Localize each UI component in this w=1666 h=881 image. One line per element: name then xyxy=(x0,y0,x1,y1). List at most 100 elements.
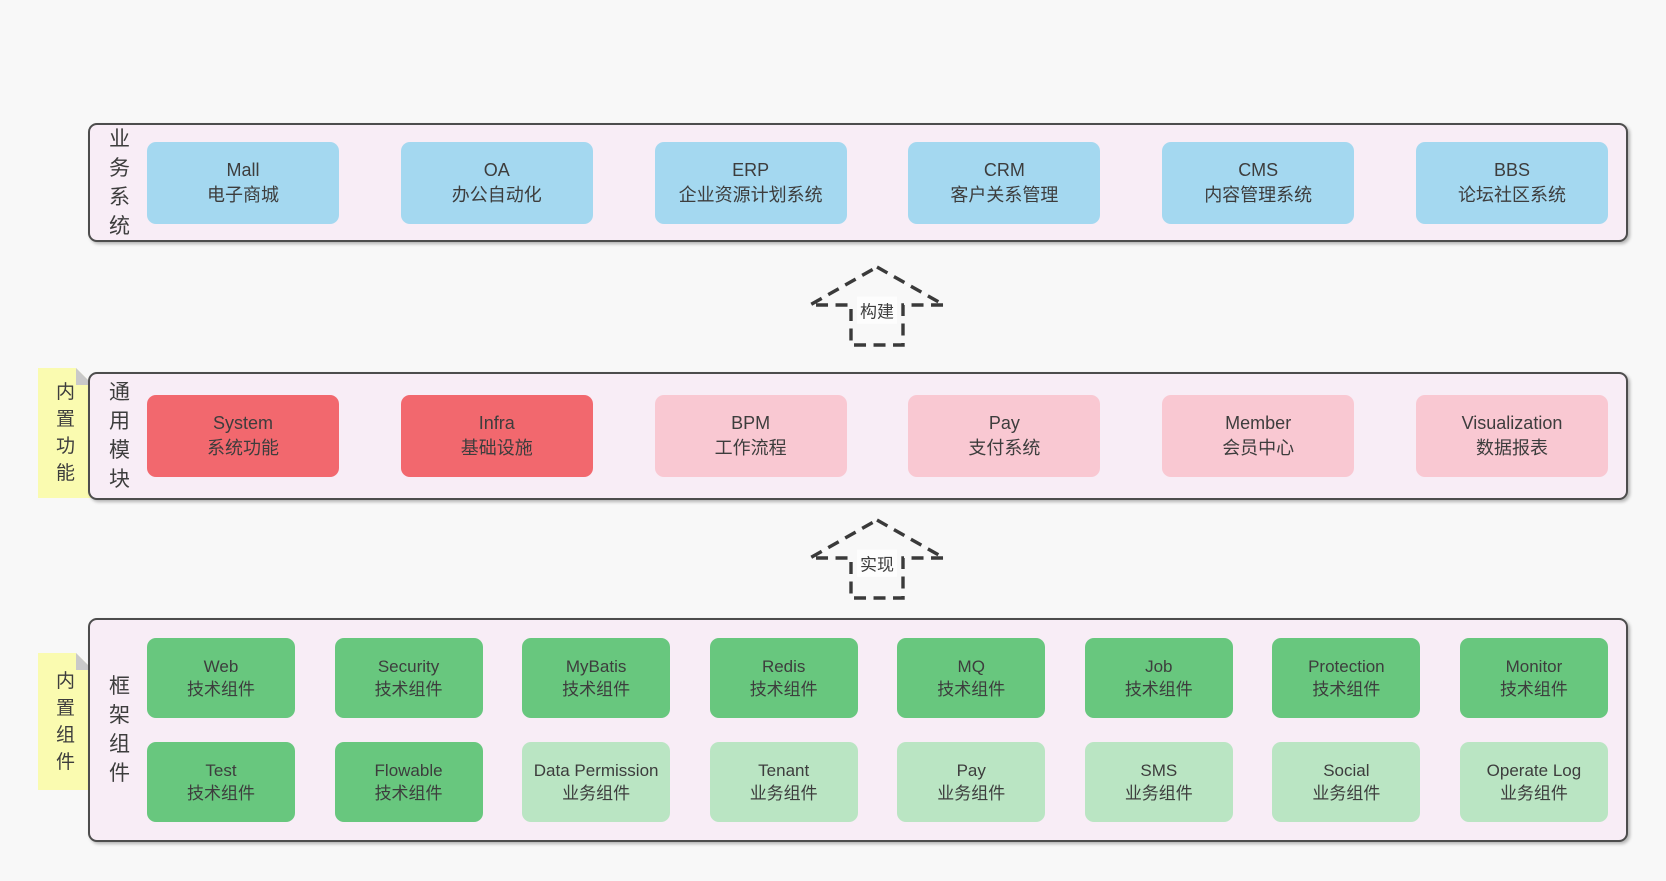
box-title: SMS xyxy=(1140,761,1178,780)
box-title: OA xyxy=(483,159,510,180)
box-title: Pay xyxy=(988,413,1020,433)
components-row-1: Web 技术组件 Security 技术组件 MyBatis 技术组件 Redi… xyxy=(147,638,1608,718)
box-cms: CMS 内容管理系统 xyxy=(1162,141,1355,224)
box-title: ERP xyxy=(732,159,770,180)
box-pay-module: Pay 支付系统 xyxy=(908,395,1101,477)
arrow-build-label: 构建 xyxy=(857,296,897,324)
box-title: Flowable xyxy=(374,761,443,780)
box-title: Visualization xyxy=(1461,413,1563,433)
sticky-note-builtin-components: 内置组件 xyxy=(38,653,93,790)
box-social: Social 业务组件 xyxy=(1272,742,1421,822)
box-protection: Protection 技术组件 xyxy=(1272,638,1421,718)
section-business-systems: 业务系统 Mall 电子商城 OA 办公自动化 ERP 企业资源计划系统 CRM… xyxy=(88,123,1628,242)
box-title: Infra xyxy=(478,413,515,433)
box-oa: OA 办公自动化 xyxy=(400,141,593,224)
box-title: CMS xyxy=(1238,159,1279,180)
arrow-implement: 实现 xyxy=(807,517,947,601)
box-operate-log: Operate Log 业务组件 xyxy=(1459,742,1608,822)
box-member: Member 会员中心 xyxy=(1162,395,1355,477)
box-subtitle: 电子商城 xyxy=(207,184,279,205)
box-subtitle: 内容管理系统 xyxy=(1204,184,1313,205)
box-subtitle: 技术组件 xyxy=(187,680,255,699)
box-crm: CRM 客户关系管理 xyxy=(908,141,1101,224)
box-data-permission: Data Permission 业务组件 xyxy=(522,742,671,822)
components-rows: Web 技术组件 Security 技术组件 MyBatis 技术组件 Redi… xyxy=(147,620,1608,840)
box-title: MyBatis xyxy=(565,657,627,676)
box-erp: ERP 企业资源计划系统 xyxy=(654,141,847,224)
box-subtitle: 业务组件 xyxy=(1312,784,1381,803)
modules-boxes-row: System 系统功能 Infra 基础设施 BPM 工作流程 Pay 支付系统… xyxy=(147,374,1608,498)
box-title: Data Permission xyxy=(533,761,659,780)
components-row-2: Test 技术组件 Flowable 技术组件 Data Permission … xyxy=(147,742,1608,822)
box-visualization: Visualization 数据报表 xyxy=(1415,395,1608,477)
section-label-components: 框架组件 xyxy=(109,675,131,785)
box-title: Job xyxy=(1145,657,1173,676)
box-title: Tenant xyxy=(758,761,810,780)
box-monitor: Monitor 技术组件 xyxy=(1459,638,1608,718)
section-common-modules: 通用模块 System 系统功能 Infra 基础设施 BPM 工作流程 Pay… xyxy=(88,372,1628,500)
box-title: CRM xyxy=(983,159,1025,180)
box-title: Monitor xyxy=(1505,657,1563,676)
box-security: Security 技术组件 xyxy=(334,638,483,718)
box-subtitle: 技术组件 xyxy=(749,680,818,699)
box-title: Redis xyxy=(761,657,806,676)
box-title: Mall xyxy=(226,159,260,180)
box-title: MQ xyxy=(957,657,985,676)
box-title: Test xyxy=(205,761,237,780)
box-title: Protection xyxy=(1308,657,1385,676)
box-mybatis: MyBatis 技术组件 xyxy=(522,638,671,718)
box-title: Web xyxy=(203,657,239,676)
box-subtitle: 工作流程 xyxy=(714,438,787,458)
box-mq: MQ 技术组件 xyxy=(897,638,1046,718)
section-label-modules: 通用模块 xyxy=(109,381,131,491)
box-title: Security xyxy=(377,657,440,676)
box-bpm: BPM 工作流程 xyxy=(654,395,847,477)
business-boxes-row: Mall 电子商城 OA 办公自动化 ERP 企业资源计划系统 CRM 客户关系… xyxy=(147,125,1608,240)
box-subtitle: 业务组件 xyxy=(1499,784,1568,803)
box-subtitle: 业务组件 xyxy=(1124,784,1193,803)
arrow-implement-label: 实现 xyxy=(857,549,897,577)
box-subtitle: 论坛社区系统 xyxy=(1457,184,1566,205)
box-subtitle: 基础设施 xyxy=(460,438,533,458)
box-subtitle: 客户关系管理 xyxy=(950,184,1059,205)
box-web: Web 技术组件 xyxy=(147,638,295,718)
box-subtitle: 技术组件 xyxy=(1499,680,1568,699)
box-subtitle: 系统功能 xyxy=(207,438,279,458)
box-test: Test 技术组件 xyxy=(147,742,295,822)
box-subtitle: 技术组件 xyxy=(187,784,255,803)
up-arrow-icon xyxy=(807,265,947,347)
box-subtitle: 技术组件 xyxy=(374,680,443,699)
section-label-business: 业务系统 xyxy=(109,127,131,238)
box-subtitle: 技术组件 xyxy=(937,680,1006,699)
box-sms: SMS 业务组件 xyxy=(1084,742,1233,822)
box-title: Member xyxy=(1225,413,1292,433)
box-pay-component: Pay 业务组件 xyxy=(897,742,1046,822)
box-subtitle: 业务组件 xyxy=(562,784,631,803)
section-framework-components: 框架组件 Web 技术组件 Security 技术组件 MyBatis 技术组件… xyxy=(88,618,1628,842)
box-title: Operate Log xyxy=(1486,761,1582,780)
box-subtitle: 技术组件 xyxy=(374,784,443,803)
box-subtitle: 技术组件 xyxy=(1312,680,1381,699)
box-subtitle: 会员中心 xyxy=(1222,438,1295,458)
arrow-build: 构建 xyxy=(807,264,947,348)
box-title: Social xyxy=(1323,761,1370,780)
box-title: BPM xyxy=(731,413,771,433)
box-subtitle: 技术组件 xyxy=(1124,680,1193,699)
sticky-note-text: 内置组件 xyxy=(55,670,75,773)
sticky-note-builtin-features: 内置功能 xyxy=(38,368,93,498)
box-subtitle: 企业资源计划系统 xyxy=(678,184,823,205)
box-redis: Redis 技术组件 xyxy=(709,638,858,718)
box-system: System 系统功能 xyxy=(147,395,339,477)
box-title: Pay xyxy=(956,761,986,780)
box-job: Job 技术组件 xyxy=(1084,638,1233,718)
box-flowable: Flowable 技术组件 xyxy=(334,742,483,822)
box-subtitle: 数据报表 xyxy=(1475,438,1548,458)
up-arrow-icon xyxy=(807,518,947,600)
box-mall: Mall 电子商城 xyxy=(147,141,339,224)
box-title: BBS xyxy=(1493,159,1530,180)
box-subtitle: 业务组件 xyxy=(749,784,818,803)
sticky-note-text: 内置功能 xyxy=(55,382,75,484)
box-tenant: Tenant 业务组件 xyxy=(709,742,858,822)
box-subtitle: 技术组件 xyxy=(562,680,631,699)
